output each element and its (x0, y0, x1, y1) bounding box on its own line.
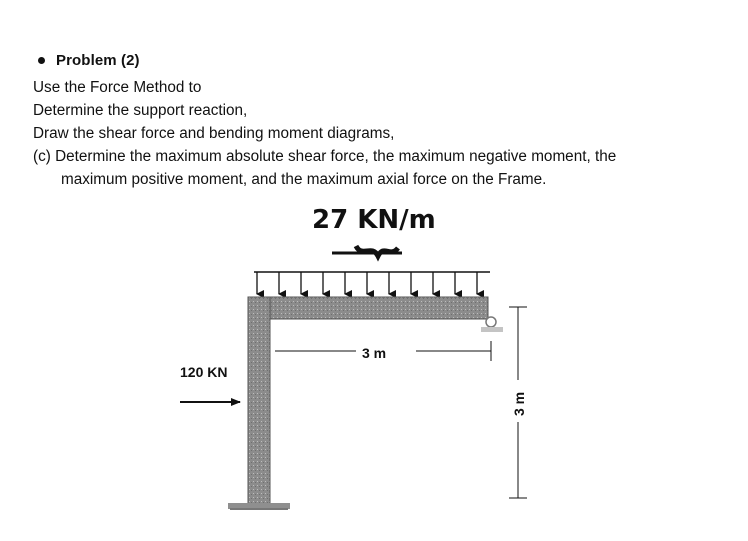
problem-line-3: Draw the shear force and bending moment … (33, 125, 395, 142)
fixed-support (228, 503, 290, 510)
beam-span-label: 3 m (362, 345, 386, 361)
problem-line-5: maximum positive moment, and the maximum… (61, 171, 547, 188)
distributed-load-label: 27 KN/m (312, 205, 436, 235)
scribbled-out-label (332, 244, 402, 262)
bullet-icon (38, 56, 45, 64)
horizontal-load-label: 120 KN (180, 364, 227, 380)
roller-support (481, 316, 503, 332)
problem-heading-text: Problem (2) (56, 52, 140, 69)
problem-line-4: (c) Determine the maximum absolute shear… (33, 148, 617, 165)
problem-line-2: Determine the support reaction, (33, 102, 248, 119)
column-height-dimension (509, 306, 527, 499)
frame-beam (247, 296, 489, 320)
distributed-load (254, 271, 490, 298)
beam-span-dimension (275, 341, 492, 361)
column-height-label: 3 m (511, 392, 527, 416)
frame-column (247, 296, 271, 506)
problem-line-1: Use the Force Method to (33, 79, 202, 96)
problem-heading: Problem (2) (38, 52, 140, 69)
